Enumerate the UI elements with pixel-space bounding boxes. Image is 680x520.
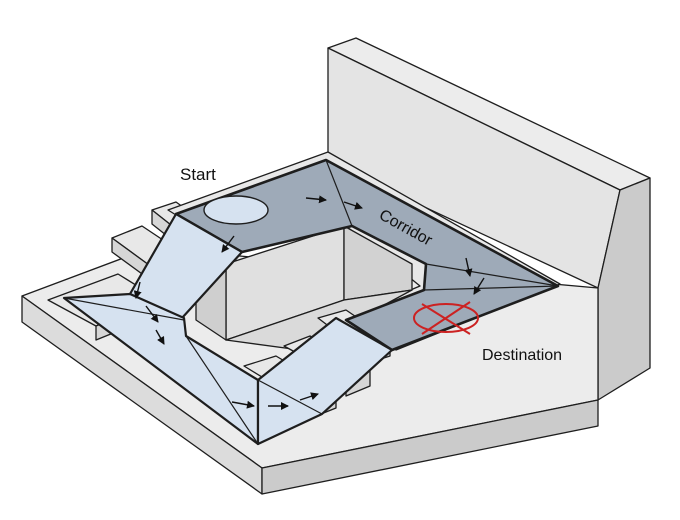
- back-wall-side: [597, 177, 651, 401]
- corridor-floor: [174, 158, 560, 352]
- landing-fold-2: [185, 335, 259, 445]
- arrow-icon: [473, 277, 485, 295]
- start-label: Start: [180, 165, 216, 184]
- base-right-face: [261, 399, 599, 495]
- landing-fold: [63, 297, 185, 321]
- arrow-icon: [221, 235, 235, 253]
- arrow-icon: [155, 329, 165, 345]
- arrow-icon: [305, 195, 327, 204]
- well-floor: [225, 289, 413, 351]
- arrow-icon: [464, 257, 473, 277]
- back-wall: [327, 37, 651, 401]
- arrow-icon: [343, 201, 363, 210]
- corridor-fold-1: [325, 159, 353, 227]
- corridor-fold-2: [425, 263, 559, 287]
- arrow-icon: [145, 305, 159, 323]
- start-oval: [203, 195, 269, 225]
- arrow-icon: [299, 392, 319, 401]
- destination-cross-circle: [413, 301, 479, 335]
- arrow-icon: [231, 400, 255, 409]
- arrow-icon: [133, 281, 142, 299]
- destination-label: Destination: [482, 347, 562, 364]
- flow-arrows: [133, 195, 485, 410]
- corridor-fold-3: [423, 285, 559, 291]
- corridor: [174, 158, 560, 352]
- ramps: [62, 212, 394, 446]
- ramp-lower-fold: [257, 379, 323, 415]
- ramp-lower: [256, 316, 394, 446]
